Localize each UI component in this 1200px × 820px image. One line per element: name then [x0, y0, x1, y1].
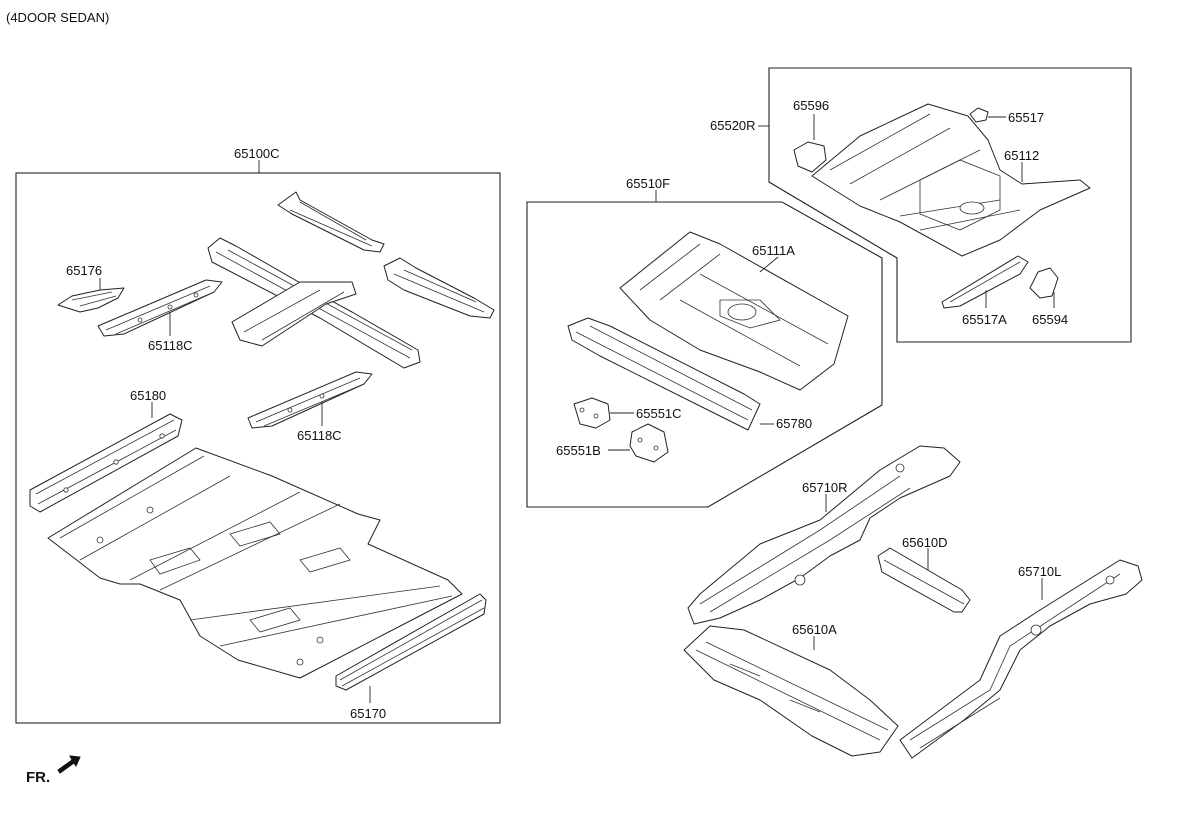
part-label-65710r[interactable]: 65710R	[802, 480, 848, 495]
front-floor-pan	[47, 447, 463, 679]
part-label-65551b[interactable]: 65551B	[556, 443, 601, 458]
part-label-65180[interactable]: 65180	[130, 388, 166, 403]
part-65596[interactable]: 65596	[793, 98, 829, 173]
part-label-65551c[interactable]: 65551C	[636, 406, 682, 421]
part-label-65520r[interactable]: 65520R	[710, 118, 756, 133]
part-label-65594[interactable]: 65594	[1032, 312, 1068, 327]
part-65112[interactable]: 65112	[811, 103, 1091, 257]
part-label-65517a[interactable]: 65517A	[962, 312, 1007, 327]
part-65118c-lower[interactable]: 65118C	[247, 371, 373, 443]
group-box-65510f	[526, 201, 883, 508]
part-label-65780[interactable]: 65780	[776, 416, 812, 431]
variant-label: (4DOOR SEDAN)	[6, 10, 109, 25]
part-label-65596[interactable]: 65596	[793, 98, 829, 113]
part-label-65112[interactable]: 65112	[1004, 148, 1039, 163]
crossmember-cluster	[207, 191, 495, 369]
part-label-65517[interactable]: 65517	[1008, 110, 1044, 125]
part-65594[interactable]: 65594	[1029, 267, 1068, 327]
part-65551b[interactable]: 65551B	[556, 423, 669, 463]
part-label-65111a[interactable]: 65111A	[752, 243, 795, 258]
center-floor-group: 65510F 65111A 65780 65551C	[526, 176, 883, 508]
part-65180[interactable]: 65180	[29, 388, 183, 513]
part-65780[interactable]: 65780	[567, 317, 812, 431]
part-label-65118c-lower[interactable]: 65118C	[297, 428, 342, 443]
part-65710r[interactable]: 65710R	[687, 445, 961, 625]
front-label: FR.	[26, 769, 50, 786]
part-label-65176[interactable]: 65176	[66, 263, 102, 278]
part-65170[interactable]: 65170	[335, 593, 487, 721]
part-label-65510f[interactable]: 65510F	[626, 176, 670, 191]
rear-members: 65710R 65610D 65710L 65610A	[683, 445, 1143, 759]
front-arrow-icon	[57, 755, 81, 774]
part-label-65100c[interactable]: 65100C	[234, 146, 280, 161]
part-65176[interactable]: 65176	[57, 263, 125, 313]
part-label-65118c-upper[interactable]: 65118C	[148, 338, 193, 353]
group-box-65520r	[768, 67, 1132, 343]
part-65710l[interactable]: 65710L	[899, 559, 1143, 759]
part-65610a[interactable]: 65610A	[683, 622, 899, 757]
part-label-65710l[interactable]: 65710L	[1018, 564, 1061, 579]
part-65517[interactable]: 65517	[969, 107, 1044, 125]
group-box-65100c	[15, 172, 501, 724]
part-label-65610a[interactable]: 65610A	[792, 622, 837, 637]
front-direction-marker: FR.	[26, 755, 81, 786]
part-65118c-upper[interactable]: 65118C	[97, 279, 223, 353]
part-label-65610d[interactable]: 65610D	[902, 535, 948, 550]
part-65551c[interactable]: 65551C	[573, 397, 682, 429]
part-65517a[interactable]: 65517A	[941, 255, 1029, 327]
rear-floor-group: 65520R 65112 65596 65517 655	[710, 67, 1132, 343]
front-floor-group: 65100C 65176 65118C 65118C	[15, 146, 501, 724]
part-65111a[interactable]: 65111A	[619, 231, 849, 391]
part-65610d[interactable]: 65610D	[877, 535, 971, 613]
part-label-65170[interactable]: 65170	[350, 706, 386, 721]
